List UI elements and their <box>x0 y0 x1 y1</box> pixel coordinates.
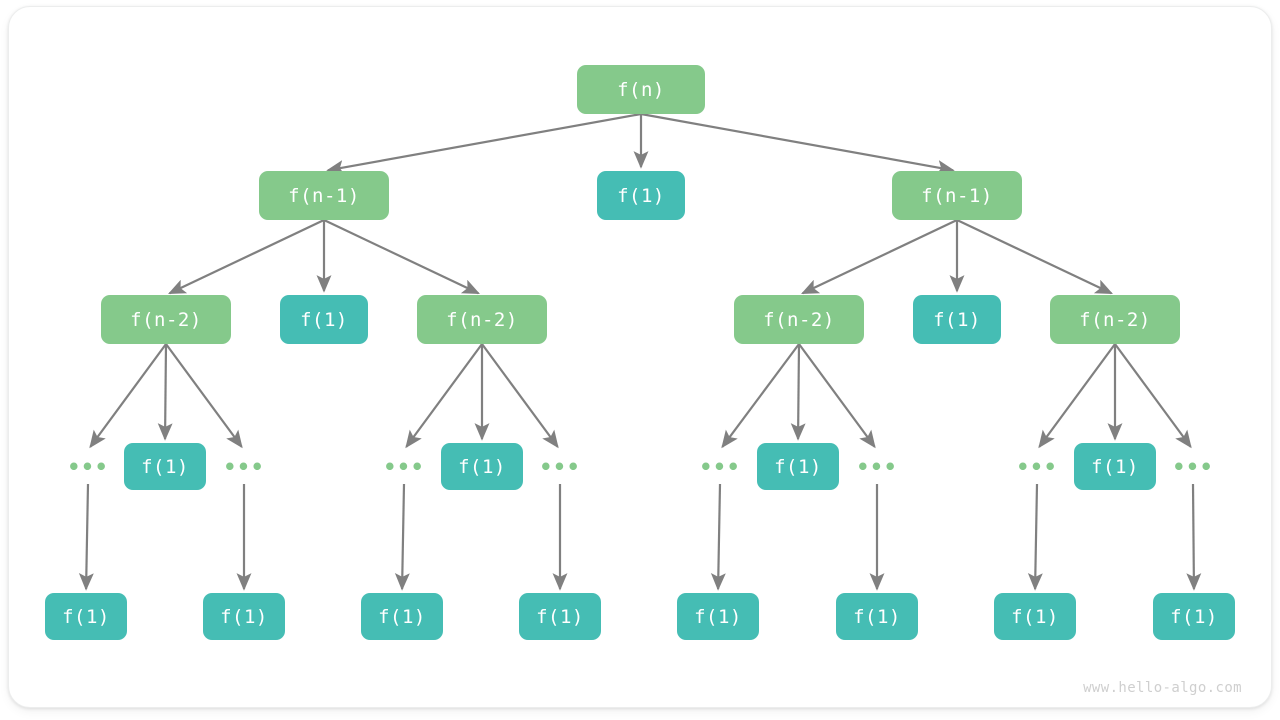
watermark: www.hello-algo.com <box>1083 680 1242 696</box>
ellipsis-marker: ••• <box>1172 455 1214 479</box>
recursive-call-node: f(n-2) <box>417 295 547 344</box>
ellipsis-marker: ••• <box>539 455 581 479</box>
ellipsis-marker: ••• <box>699 455 741 479</box>
base-case-node: f(1) <box>757 443 839 490</box>
base-case-node: f(1) <box>597 171 685 220</box>
recursive-call-node: f(n-2) <box>101 295 231 344</box>
base-case-node: f(1) <box>1074 443 1156 490</box>
ellipsis-marker: ••• <box>383 455 425 479</box>
ellipsis-marker: ••• <box>1016 455 1058 479</box>
base-case-node: f(1) <box>836 593 918 640</box>
base-case-node: f(1) <box>124 443 206 490</box>
recursive-call-node: f(n-2) <box>734 295 864 344</box>
base-case-node: f(1) <box>677 593 759 640</box>
recursive-call-node: f(n) <box>577 65 705 114</box>
ellipsis-marker: ••• <box>223 455 265 479</box>
recursive-call-node: f(n-2) <box>1050 295 1180 344</box>
recursive-call-node: f(n-1) <box>259 171 389 220</box>
base-case-node: f(1) <box>280 295 368 344</box>
base-case-node: f(1) <box>203 593 285 640</box>
ellipsis-marker: ••• <box>856 455 898 479</box>
ellipsis-marker: ••• <box>67 455 109 479</box>
base-case-node: f(1) <box>519 593 601 640</box>
base-case-node: f(1) <box>994 593 1076 640</box>
base-case-node: f(1) <box>441 443 523 490</box>
base-case-node: f(1) <box>361 593 443 640</box>
base-case-node: f(1) <box>45 593 127 640</box>
recursive-call-node: f(n-1) <box>892 171 1022 220</box>
base-case-node: f(1) <box>913 295 1001 344</box>
base-case-node: f(1) <box>1153 593 1235 640</box>
